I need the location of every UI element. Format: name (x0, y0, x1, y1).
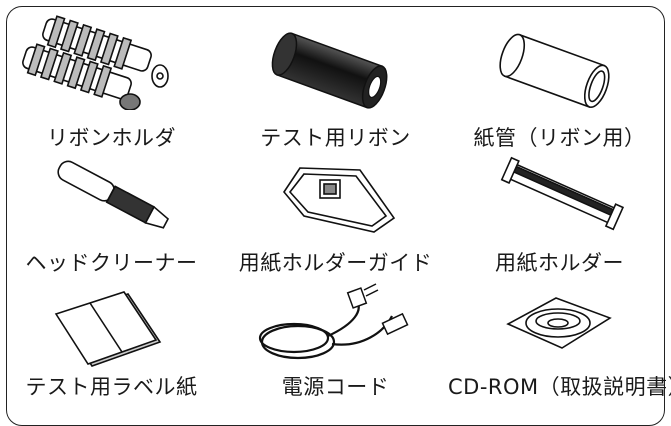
paper-holder-guide-icon (283, 167, 396, 233)
item-label: リボンホルダ (47, 126, 176, 150)
item-label: 紙管（リボン用） (473, 126, 646, 150)
item-test-ribbon: テスト用リボン (224, 0, 447, 150)
paper-holder-icon (500, 156, 625, 231)
item-label: テスト用ラベル紙 (25, 375, 198, 399)
ribbon-holder-icon (22, 15, 169, 110)
item-test-label-paper: テスト用ラベル紙 (0, 272, 223, 408)
cd-rom-icon (506, 297, 612, 349)
item-paper-holder-guide: 用紙ホルダーガイド (224, 136, 447, 275)
item-ribbon-holder: リボンホルダ (0, 0, 223, 150)
item-label: 用紙ホルダー (495, 251, 624, 275)
power-cord-icon (258, 283, 409, 360)
item-cd-rom: CD-ROM（取扱説明書） (448, 272, 671, 408)
item-label: ヘッドクリーナー (25, 251, 198, 275)
head-cleaner-pen-icon (57, 160, 170, 229)
item-paper-tube: 紙管（リボン用） (448, 0, 671, 150)
item-label: テスト用リボン (260, 126, 411, 150)
item-head-cleaner: ヘッドクリーナー (0, 136, 223, 275)
item-paper-holder: 用紙ホルダー (448, 136, 671, 275)
item-power-cord: 電源コード (224, 272, 447, 408)
paper-tube-icon (499, 33, 610, 108)
test-label-paper-icon (54, 291, 162, 367)
test-ribbon-roll-icon (271, 32, 388, 109)
item-label: CD-ROM（取扱説明書） (448, 375, 671, 399)
item-label: 電源コード (281, 375, 390, 399)
item-label: 用紙ホルダーガイド (238, 251, 433, 275)
